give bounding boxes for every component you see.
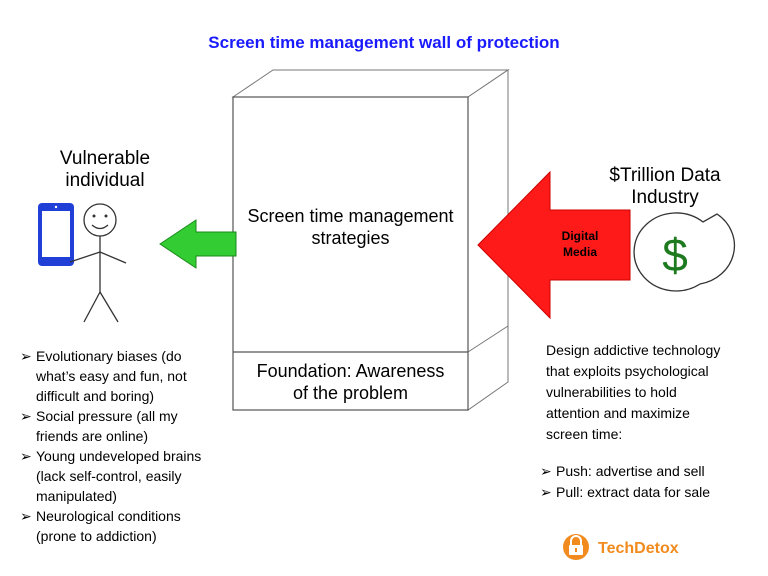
list-item: ➢ Push: advertise and sell [540,461,760,482]
list-item: ➢ Evolutionary biases (do what’s easy an… [20,346,250,406]
wall-text-line: strategies [233,227,468,249]
list-item: ➢ Neurological conditions (prone to addi… [20,506,250,546]
arrow-label-line: Media [548,244,612,260]
arrow-label-line: Digital [548,228,612,244]
list-item-line: Neurological conditions [36,506,250,526]
bullet-marker: ➢ [20,446,32,466]
right-label-line: Industry [590,187,740,209]
list-item-line: friends are online) [36,426,250,446]
brand-name: TechDetox [598,540,679,558]
vulnerability-list: ➢ Evolutionary biases (do what’s easy an… [20,346,250,546]
list-item-line: Social pressure (all my [36,406,250,426]
industry-tactics-list: ➢ Push: advertise and sell ➢ Pull: extra… [540,461,760,503]
bullet-marker: ➢ [540,482,552,503]
list-item-line: difficult and boring) [36,386,250,406]
foundation-text: Foundation: Awareness of the problem [233,360,468,404]
digital-media-label: Digital Media [548,228,612,260]
list-item: ➢ Social pressure (all my friends are on… [20,406,250,446]
wall-top-face [233,70,508,97]
bullet-marker: ➢ [540,461,552,482]
left-label-line: Vulnerable [30,148,180,170]
list-item-text: Pull: extract data for sale [556,484,710,500]
description-line: that exploits psychological [546,361,746,382]
wall-text-line: Screen time management [233,205,468,227]
list-item-line: (lack self-control, easily [36,466,250,486]
list-item: ➢ Young undeveloped brains (lack self-co… [20,446,250,506]
lock-icon [563,534,589,560]
phone-icon [38,203,74,266]
green-arrow [160,220,236,268]
vulnerable-individual-label: Vulnerable individual [30,148,180,192]
description-line: Design addictive technology [546,340,746,361]
wall-strategies-text: Screen time management strategies [233,205,468,249]
list-item-line: (prone to addiction) [36,526,250,546]
description-line: vulnerabilities to hold [546,382,746,403]
left-label-line: individual [30,170,180,192]
industry-description: Design addictive technology that exploit… [546,340,746,445]
description-line: screen time: [546,424,746,445]
list-item: ➢ Pull: extract data for sale [540,482,760,503]
data-industry-label: $Trillion Data Industry [590,165,740,209]
stick-figure-icon [70,204,126,322]
description-line: attention and maximize [546,403,746,424]
list-item-line: Evolutionary biases (do [36,346,250,366]
bullet-marker: ➢ [20,346,32,366]
foundation-text-line: of the problem [233,382,468,404]
bullet-marker: ➢ [20,506,32,526]
list-item-text: Push: advertise and sell [556,463,705,479]
foundation-text-line: Foundation: Awareness [233,360,468,382]
dollar-icon: $ [645,228,705,282]
right-label-line: $Trillion Data [590,165,740,187]
bullet-marker: ➢ [20,406,32,426]
list-item-line: Young undeveloped brains [36,446,250,466]
list-item-line: manipulated) [36,486,250,506]
list-item-line: what’s easy and fun, not [36,366,250,386]
